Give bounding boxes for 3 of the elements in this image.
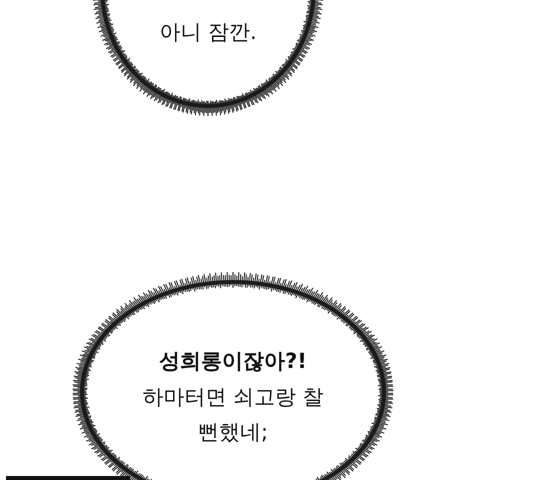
dialogue-text: 아니 잠깐.: [159, 19, 257, 46]
exclamation-text: 성희롱이잖아?!: [159, 348, 307, 375]
dialogue-text: 하마터면 쇠고랑 찰 뻔했네;: [141, 384, 325, 446]
